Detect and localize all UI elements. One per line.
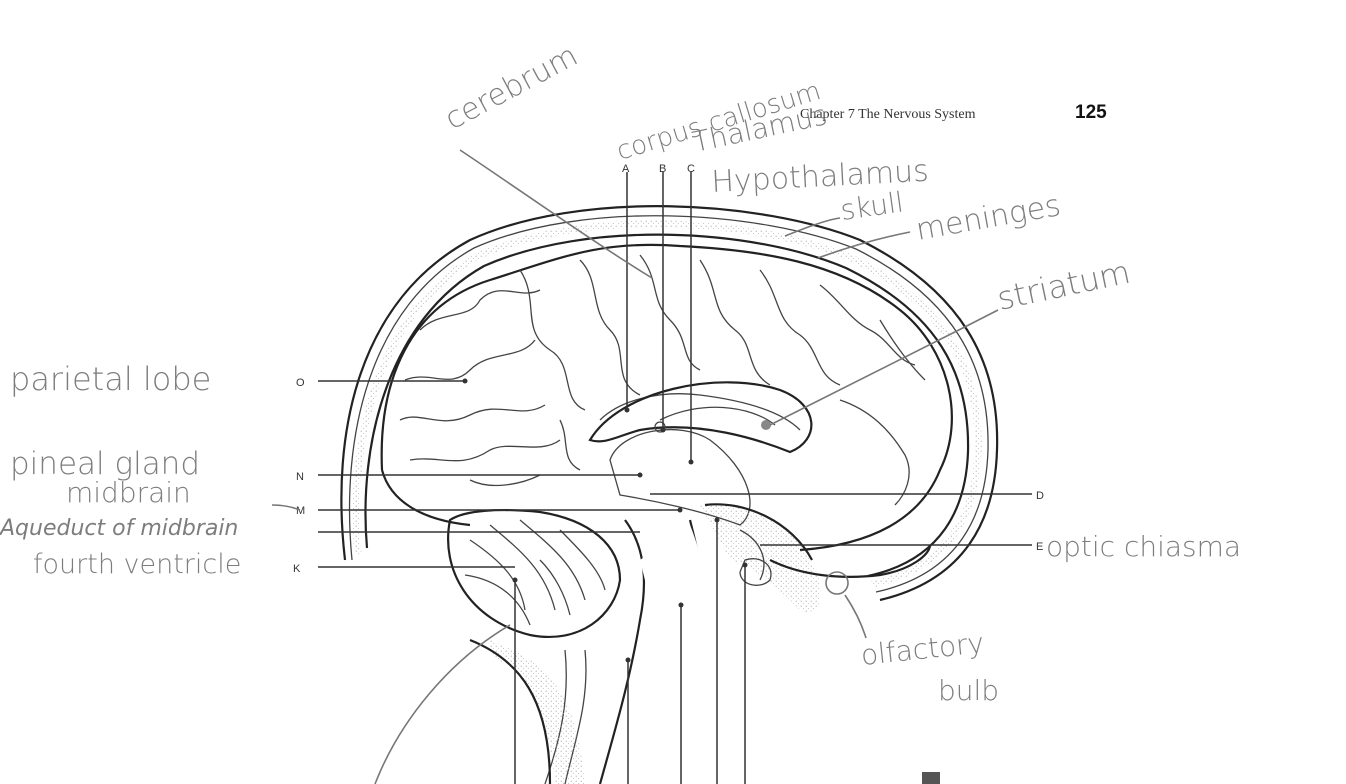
letter-N: N <box>296 471 304 483</box>
letter-E: E <box>1036 541 1043 553</box>
label-striatum: striatum <box>994 253 1134 318</box>
label-optic-chiasma: optic chiasma <box>1046 530 1241 563</box>
label-midbrain: midbrain <box>66 476 191 509</box>
letter-C: C <box>687 163 695 175</box>
letter-K: K <box>293 563 301 575</box>
diencephalon-region <box>609 420 771 526</box>
corpus-callosum-shape <box>588 381 813 454</box>
olfactory-circle <box>825 571 849 595</box>
brainstem <box>469 519 709 784</box>
olfactory-pointer <box>844 594 867 639</box>
striatum-pointer <box>769 309 999 426</box>
label-meninges: meninges <box>913 188 1063 248</box>
skull-outline <box>340 205 999 602</box>
label-olfactory: olfactory <box>859 626 985 672</box>
meninges-pointer <box>817 231 911 259</box>
label-fourth-ventricle: fourth ventricle <box>33 549 241 580</box>
cerebrum-outline <box>380 243 953 552</box>
label-aqueduct: Aqueduct of midbrain <box>0 516 238 541</box>
cerebellum <box>447 508 622 638</box>
leader-lines <box>318 172 1032 784</box>
bottom-pointer <box>374 624 511 784</box>
cerebral-gyri <box>399 254 926 506</box>
handwritten-pointers <box>271 149 999 784</box>
pons-and-base <box>700 503 932 612</box>
page-number: 125 <box>1075 102 1107 123</box>
letter-D: D <box>1036 490 1044 502</box>
chapter-header: Chapter 7 The Nervous System <box>800 107 976 122</box>
label-parietal-lobe: parietal lobe <box>10 360 211 398</box>
label-cerebrum: cerebrum <box>439 38 583 137</box>
letter-B: B <box>659 163 666 175</box>
letter-A: A <box>622 163 630 175</box>
label-pineal-gland: pineal gland <box>10 446 200 482</box>
letter-O: O <box>296 377 305 389</box>
label-bulb: bulb <box>938 674 999 707</box>
scan-mark <box>922 772 940 784</box>
midbrain-pointer <box>271 504 301 511</box>
cerebrum-pointer <box>459 149 653 279</box>
skull-pointer <box>784 217 841 237</box>
letter-M: M <box>296 505 305 517</box>
